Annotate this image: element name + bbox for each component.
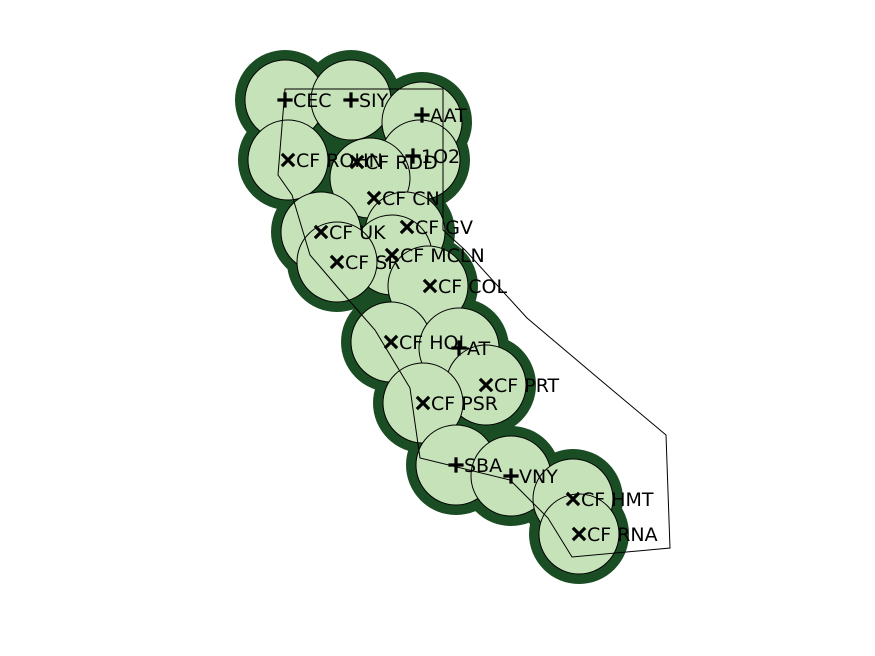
station-label: CF MCLN — [400, 245, 485, 267]
station-label: CF RNA — [587, 524, 658, 546]
station-label: CF COL — [438, 276, 507, 298]
cross-marker-icon — [478, 377, 494, 393]
cross-marker-icon — [565, 491, 581, 507]
station-label: AAT — [430, 105, 467, 127]
station-label: SIY — [359, 90, 389, 112]
station-label: CF HMT — [581, 489, 654, 511]
cross-marker-icon — [280, 152, 296, 168]
cross-marker-icon — [349, 154, 365, 170]
station-vny: VNY — [503, 466, 558, 488]
station-col: CF COL — [422, 276, 507, 298]
cross-marker-icon — [399, 219, 415, 235]
station-label: CF PRT — [494, 375, 560, 397]
plus-marker-icon — [448, 457, 464, 473]
station-label: CEC — [293, 90, 332, 112]
station-label: SBA — [464, 455, 502, 477]
station-cec: CEC — [277, 90, 332, 112]
station-hol: CF HOL — [383, 332, 469, 354]
station-rna: CF RNA — [571, 524, 658, 546]
station-uk: CF UK — [313, 222, 386, 244]
cross-marker-icon — [313, 224, 329, 240]
plus-marker-icon — [343, 92, 359, 108]
state-outline — [277, 88, 671, 558]
plus-marker-icon — [405, 148, 421, 164]
plus-marker-icon — [503, 468, 519, 484]
station-label: 1O2 — [421, 146, 460, 168]
station-psr: CF PSR — [415, 393, 498, 415]
station-label: CF UK — [329, 222, 386, 244]
cross-marker-icon — [329, 254, 345, 270]
station-at: AT — [451, 338, 491, 360]
station-siy: SIY — [343, 90, 389, 112]
station-label: CF SR — [345, 252, 401, 274]
station-mcln: CF MCLN — [384, 245, 485, 267]
plus-marker-icon — [451, 340, 467, 356]
station-label: CF CN — [382, 188, 440, 210]
station-label: VNY — [519, 466, 558, 488]
station-label: CF GV — [415, 217, 473, 239]
station-cn: CF CN — [366, 188, 440, 210]
station-label: AT — [467, 338, 491, 360]
station-label: CF RDD — [365, 152, 438, 174]
cross-marker-icon — [366, 190, 382, 206]
station-hmt: CF HMT — [565, 489, 654, 511]
cross-marker-icon — [383, 334, 399, 350]
station-prt: CF PRT — [478, 375, 560, 397]
station-rdd: CF RDD — [349, 152, 438, 174]
station-sr: CF SR — [329, 252, 401, 274]
cross-marker-icon — [571, 526, 587, 542]
station-label: CF PSR — [431, 393, 498, 415]
station-aat: AAT — [414, 105, 467, 127]
cross-marker-icon — [415, 395, 431, 411]
station-o2: 1O2 — [405, 146, 460, 168]
coverage-rings-inner — [244, 59, 620, 575]
plus-marker-icon — [414, 107, 430, 123]
station-sba: SBA — [448, 455, 502, 477]
plus-marker-icon — [277, 92, 293, 108]
station-gv: CF GV — [399, 217, 473, 239]
cross-marker-icon — [422, 278, 438, 294]
cross-marker-icon — [384, 247, 400, 263]
